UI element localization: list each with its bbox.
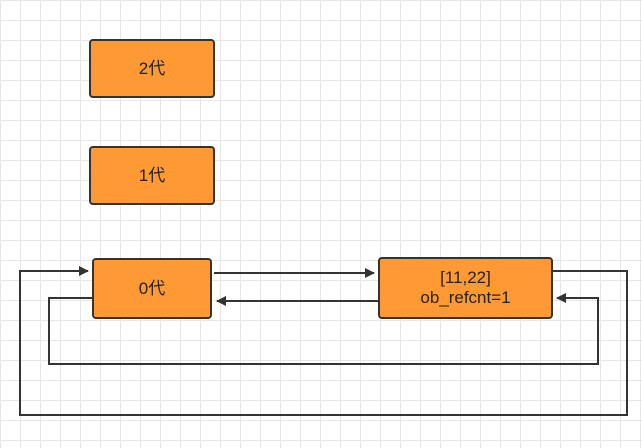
object-value: [11,22] [440, 268, 491, 287]
generation-2-label: 2代 [138, 58, 166, 78]
generation-2-node: 2代 [89, 39, 215, 98]
generation-1-label: 1代 [138, 165, 166, 185]
generation-1-node: 1代 [89, 146, 215, 205]
generation-0-node: 0代 [92, 258, 212, 319]
generation-0-label: 0代 [138, 278, 166, 298]
edge-inner-loop [48, 293, 599, 365]
edge-outer-loop [19, 266, 628, 416]
object-refcount: ob_refcnt=1 [420, 288, 511, 307]
list-object-node: [11,22] ob_refcnt=1 [378, 257, 553, 319]
